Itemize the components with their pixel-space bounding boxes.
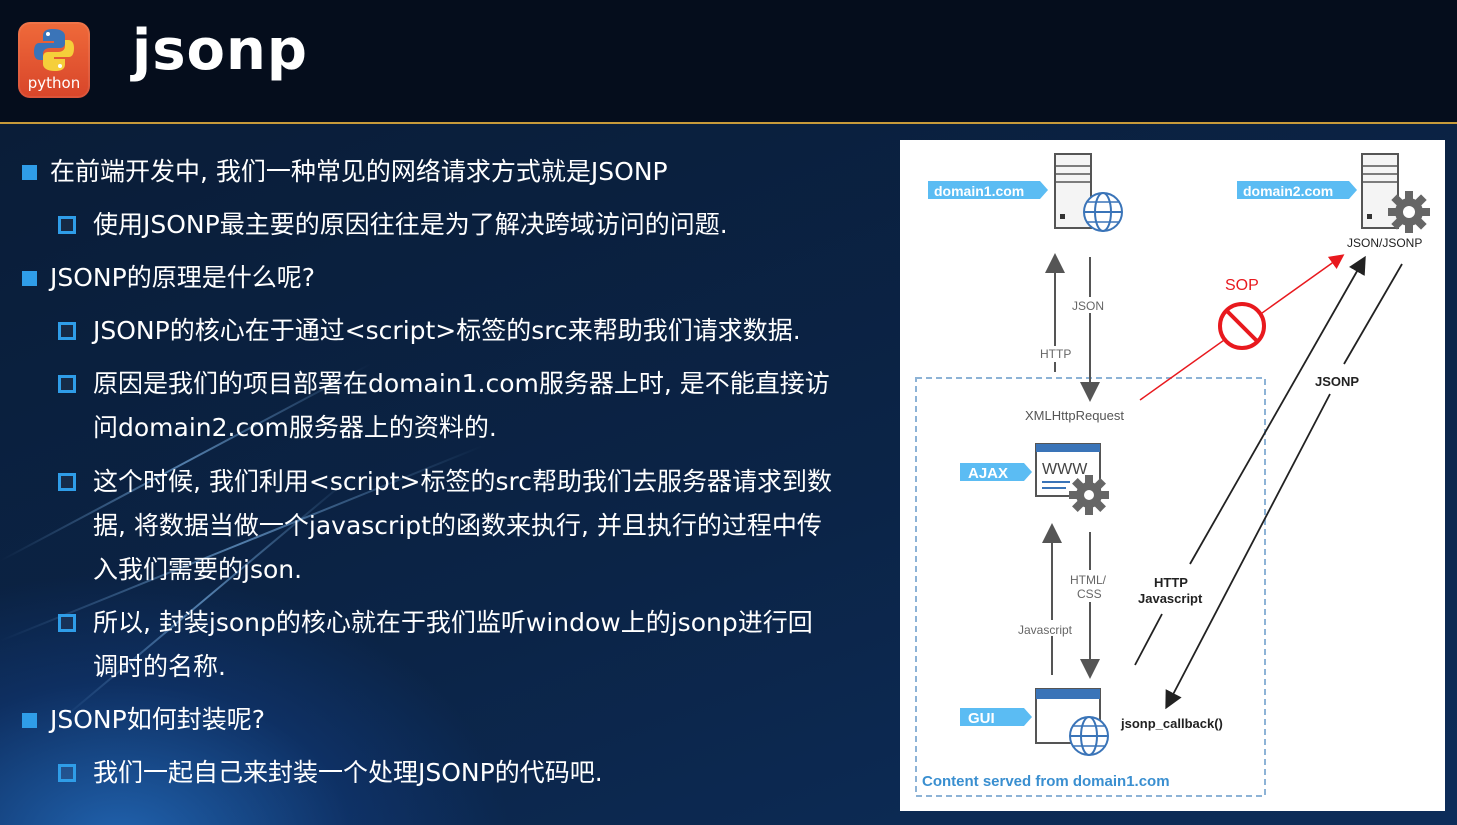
- sub-bullet-text: JSONP的核心在于通过<script>标签的src来帮助我们请求数据.: [93, 316, 801, 345]
- www-label: WWW: [1042, 461, 1088, 478]
- bullet-hollow-square-icon: [58, 614, 76, 632]
- http-javascript-request-arrow: [1189, 255, 1366, 565]
- bullet-hollow-square-icon: [58, 216, 76, 234]
- xmlhttprequest-label: XMLHttpRequest: [1025, 408, 1124, 423]
- sop-label: SOP: [1225, 277, 1259, 294]
- sub-bullet-text: 问domain2.com服务器上的资料的.: [93, 413, 497, 442]
- json-label: JSON: [1072, 299, 1104, 313]
- html-label: HTML/: [1070, 573, 1107, 587]
- domain2-label: domain2.com: [1243, 183, 1333, 199]
- page-title: jsonp: [132, 18, 308, 83]
- sub-bullet-text: 原因是我们的项目部署在domain1.com服务器上时, 是不能直接访: [93, 369, 830, 398]
- gear-icon: [1069, 475, 1109, 515]
- bullet-hollow-square-icon: [58, 764, 76, 782]
- http-js-label-1: HTTP: [1154, 575, 1188, 590]
- no-sign-icon: [1218, 302, 1266, 350]
- python-logo-icon: python: [18, 22, 90, 98]
- css-label: CSS: [1077, 587, 1102, 601]
- sub-bullet-text: 这个时候, 我们利用<script>标签的src帮助我们去服务器请求到数: [93, 467, 832, 496]
- globe-icon: [1069, 716, 1109, 756]
- logo-text: python: [27, 74, 81, 92]
- sub-bullet-text: 入我们需要的json.: [93, 555, 303, 584]
- ajax-tag: AJAX: [960, 463, 1032, 482]
- ajax-label: AJAX: [968, 465, 1008, 482]
- content-served-label: Content served from domain1.com: [922, 773, 1170, 790]
- slide-header: python jsonp: [0, 0, 1457, 124]
- bullet-hollow-square-icon: [58, 375, 76, 393]
- http-js-label-2: Javascript: [1138, 591, 1203, 606]
- http-label: HTTP: [1040, 347, 1071, 361]
- gui-tag: GUI: [960, 708, 1032, 727]
- http-javascript-request-line: [1134, 613, 1163, 666]
- bullet-hollow-square-icon: [58, 473, 76, 491]
- gear-icon: [1388, 191, 1430, 233]
- bullet-text: 在前端开发中, 我们一种常见的网络请求方式就是JSONP: [50, 157, 668, 186]
- jsonp-label: JSONP: [1315, 374, 1359, 389]
- diagram-canvas: domain1.com domain2.com: [915, 153, 1430, 797]
- sub-bullet-text: 所以, 封装jsonp的核心就在于我们监听window上的jsonp进行回: [93, 608, 813, 637]
- domain1-tag: domain1.com: [928, 181, 1048, 199]
- domain1-label: domain1.com: [934, 183, 1024, 199]
- jsonp-callback-label: jsonp_callback(): [1120, 716, 1223, 731]
- globe-icon: [1083, 192, 1123, 232]
- gui-label: GUI: [968, 710, 995, 727]
- bullet-square-icon: [22, 165, 37, 180]
- json-jsonp-label: JSON/JSONP: [1347, 236, 1422, 250]
- header-divider: [0, 122, 1457, 124]
- server-icon: [1361, 153, 1399, 229]
- javascript-label: Javascript: [1018, 623, 1073, 637]
- domain2-tag: domain2.com: [1237, 181, 1357, 199]
- bullet-text: JSONP的原理是什么呢?: [50, 263, 315, 292]
- bullet-square-icon: [22, 713, 37, 728]
- bullet-square-icon: [22, 271, 37, 286]
- bullet-text: JSONP如何封装呢?: [50, 705, 265, 734]
- sub-bullet-text: 调时的名称.: [93, 652, 226, 681]
- bullet-hollow-square-icon: [58, 322, 76, 340]
- jsonp-response-arrow: [1165, 393, 1331, 710]
- sub-bullet-text: 据, 将数据当做一个javascript的函数来执行, 并且执行的过程中传: [93, 511, 822, 540]
- sub-bullet-text: 使用JSONP最主要的原因往往是为了解决跨域访问的问题.: [93, 210, 728, 239]
- sub-bullet-text: 我们一起自己来封装一个处理JSONP的代码吧.: [93, 758, 603, 787]
- jsonp-diagram: domain1.com domain2.com: [900, 140, 1445, 811]
- jsonp-response-line: [1343, 263, 1403, 365]
